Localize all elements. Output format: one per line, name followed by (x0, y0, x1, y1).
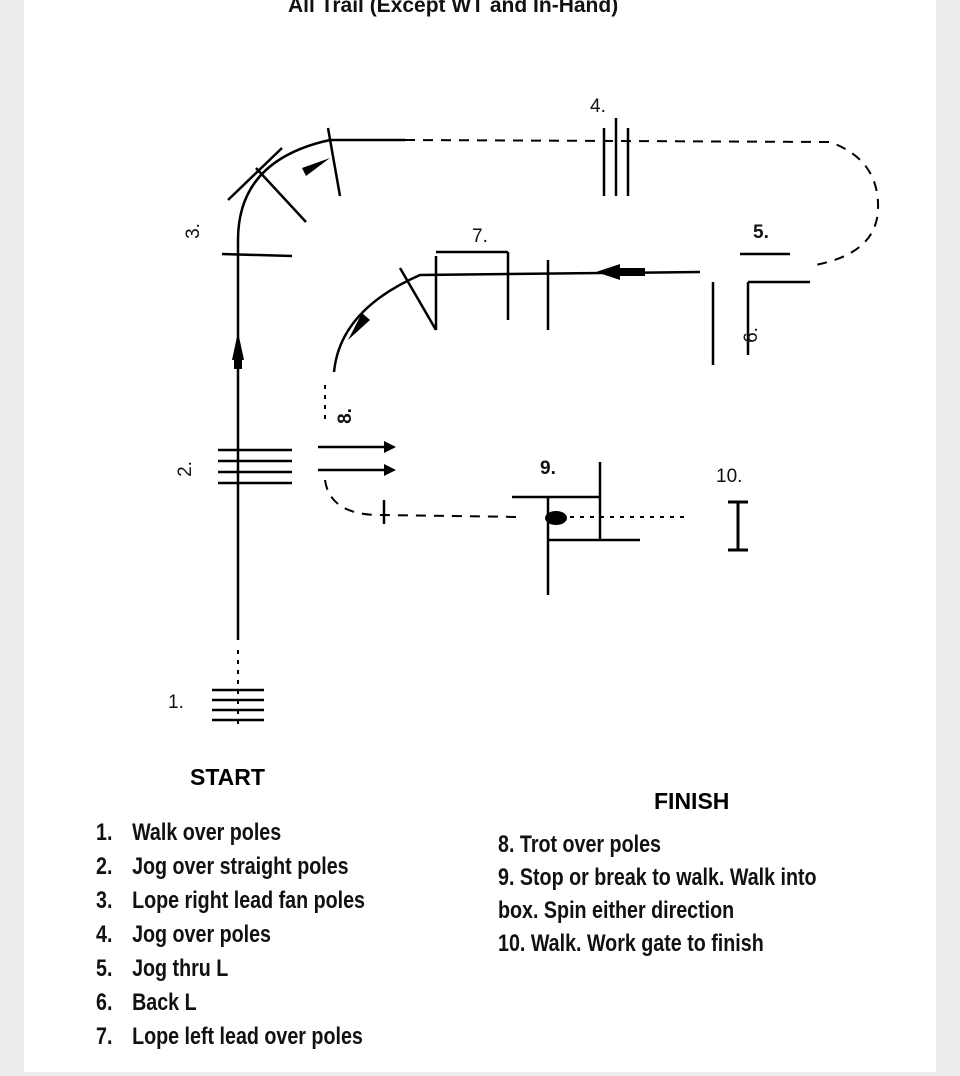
obstacle-2-number: 2. (174, 461, 196, 477)
step-item: 3.Lope right lead fan poles (96, 887, 365, 914)
obstacle-6-number: 6. (740, 327, 762, 343)
step-item: 8. Trot over poles (498, 831, 661, 858)
path-section-3 (236, 138, 405, 640)
arrow-up (232, 332, 244, 360)
steps-list-right: 8. Trot over poles 9. Stop or break to w… (498, 828, 817, 960)
obstacle-9-number: 9. (540, 458, 556, 479)
arrow-left-7 (596, 264, 620, 280)
obstacle-3-number: 3. (182, 223, 204, 239)
path-dashed-mid (324, 479, 521, 518)
obstacle-7-number: 7. (472, 226, 488, 247)
steps-list-left: 1.Walk over poles 2.Jog over straight po… (96, 816, 365, 1054)
arrow-fan (302, 158, 330, 176)
step-item: 1.Walk over poles (96, 819, 282, 846)
obstacle-4-number: 4. (590, 96, 606, 117)
page-title: All Trail (Except WT and In-Hand) (288, 0, 619, 17)
finish-marker: FINISH (654, 788, 730, 814)
step-item: 9. Stop or break to walk. Walk into (498, 864, 817, 891)
step-item: 6.Back L (96, 989, 197, 1016)
course-sheet (24, 0, 936, 1072)
obstacle-10-number: 10. (716, 466, 743, 487)
path-section-7 (332, 270, 701, 373)
step-item: 5.Jog thru L (96, 955, 229, 982)
stop-marker (545, 511, 567, 525)
step-item: 2.Jog over straight poles (96, 853, 349, 880)
arrow-curve-7 (348, 313, 370, 340)
obstacle-5-number: 5. (753, 222, 769, 243)
start-marker: START (190, 764, 265, 790)
step-item: box. Spin either direction (498, 897, 735, 924)
step-item: 7.Lope left lead over poles (96, 1023, 363, 1050)
obstacle-8-number: 8. (334, 408, 356, 424)
step-item: 4.Jog over poles (96, 921, 271, 948)
step-item: 10. Walk. Work gate to finish (498, 930, 764, 957)
obstacle-1-number: 1. (168, 692, 184, 713)
